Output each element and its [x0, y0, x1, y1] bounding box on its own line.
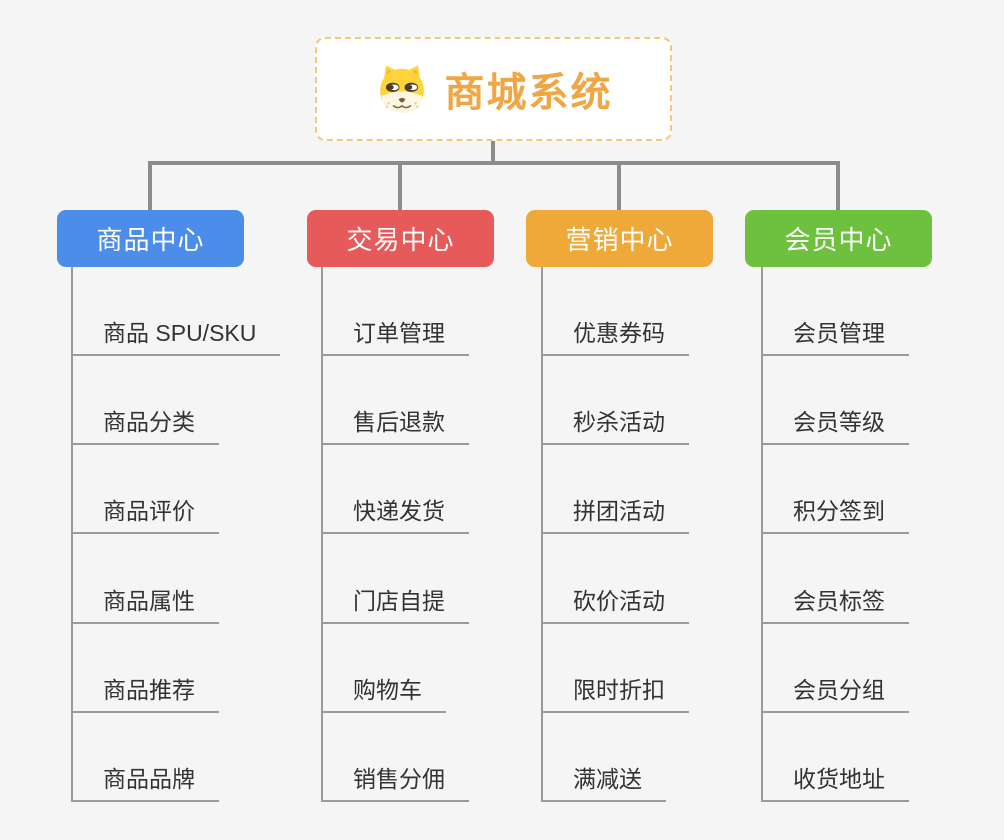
leaf-node[interactable]: 商品推荐 — [71, 677, 219, 713]
leaf-node[interactable]: 砍价活动 — [541, 588, 689, 624]
leaf-node[interactable]: 销售分佣 — [321, 766, 469, 802]
leaf-node[interactable]: 秒杀活动 — [541, 409, 689, 445]
leaf-node[interactable]: 积分签到 — [761, 498, 909, 534]
leaf-branch-line — [541, 267, 543, 802]
leaf-node[interactable]: 售后退款 — [321, 409, 469, 445]
leaf-node[interactable]: 商品属性 — [71, 588, 219, 624]
leaf-node[interactable]: 会员等级 — [761, 409, 909, 445]
leaf-node[interactable]: 商品评价 — [71, 498, 219, 534]
leaf-node[interactable]: 商品分类 — [71, 409, 219, 445]
branch-node-marketing-center[interactable]: 营销中心 — [526, 210, 713, 267]
leaf-node[interactable]: 商品品牌 — [71, 766, 219, 802]
leaf-node[interactable]: 收货地址 — [761, 766, 909, 802]
root-title: 商城系统 — [444, 71, 613, 115]
leaf-node[interactable]: 满减送 — [541, 766, 666, 802]
leaf-node[interactable]: 门店自提 — [321, 588, 469, 624]
leaf-node[interactable]: 购物车 — [321, 677, 446, 713]
connector-drop-1 — [148, 163, 152, 210]
root-node[interactable]: 商城系统 — [315, 37, 672, 141]
leaf-node[interactable]: 限时折扣 — [541, 677, 689, 713]
leaf-node[interactable]: 订单管理 — [321, 320, 469, 356]
branch-node-product-center[interactable]: 商品中心 — [57, 210, 244, 267]
connector-bus — [148, 161, 840, 165]
connector-drop-4 — [836, 163, 840, 210]
leaf-node[interactable]: 会员分组 — [761, 677, 909, 713]
leaf-node[interactable]: 快递发货 — [321, 498, 469, 534]
leaf-branch-line — [321, 267, 323, 802]
leaf-node[interactable]: 商品 SPU/SKU — [71, 320, 281, 356]
leaf-branch-line — [71, 267, 73, 802]
leaf-node[interactable]: 优惠券码 — [541, 320, 689, 356]
leaf-branch-line — [761, 267, 763, 802]
connector-drop-2 — [398, 163, 402, 210]
branch-node-trade-center[interactable]: 交易中心 — [307, 210, 494, 267]
leaf-node[interactable]: 会员管理 — [761, 320, 909, 356]
doge-dog-icon — [379, 65, 424, 113]
leaf-node[interactable]: 会员标签 — [761, 588, 909, 624]
branch-node-member-center[interactable]: 会员中心 — [745, 210, 932, 267]
connector-root-vertical — [491, 139, 495, 165]
leaf-node[interactable]: 拼团活动 — [541, 498, 689, 534]
connector-drop-3 — [617, 163, 621, 210]
